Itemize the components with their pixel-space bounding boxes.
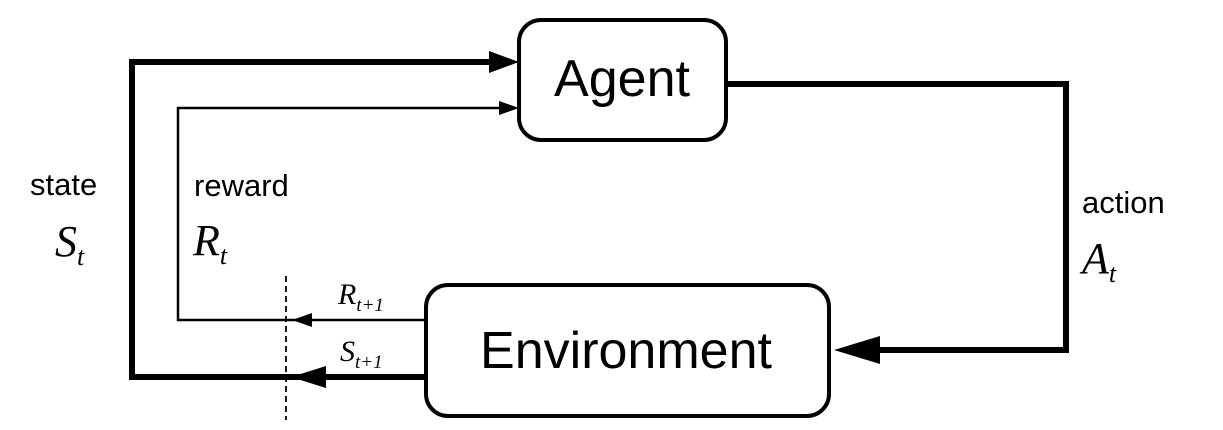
action-label: action xyxy=(1082,185,1165,220)
state-arrow xyxy=(129,51,519,388)
environment-node: Environment xyxy=(424,283,831,418)
agent-box xyxy=(517,18,728,142)
agent-label: Agent xyxy=(554,50,690,108)
state-line xyxy=(129,59,492,380)
reward-arrowhead xyxy=(499,101,519,115)
action-arrowhead xyxy=(834,336,880,364)
state-label: state xyxy=(30,167,97,202)
reward-symbol: Rt xyxy=(192,216,228,270)
action-symbol: At xyxy=(1079,234,1117,288)
action-line xyxy=(726,81,1069,353)
next-reward-arrowhead xyxy=(292,313,312,327)
environment-label: Environment xyxy=(480,322,772,380)
next-reward-symbol: Rt+1 xyxy=(337,278,384,316)
reward-label: reward xyxy=(194,168,289,203)
reward-arrow xyxy=(176,101,519,327)
next-state-arrowhead xyxy=(291,366,326,388)
action-arrow xyxy=(726,81,1069,364)
environment-box xyxy=(424,283,831,418)
next-state-symbol: St+1 xyxy=(340,335,383,373)
agent-node: Agent xyxy=(517,18,728,142)
state-arrowhead xyxy=(489,51,519,73)
state-symbol: St xyxy=(55,217,85,271)
